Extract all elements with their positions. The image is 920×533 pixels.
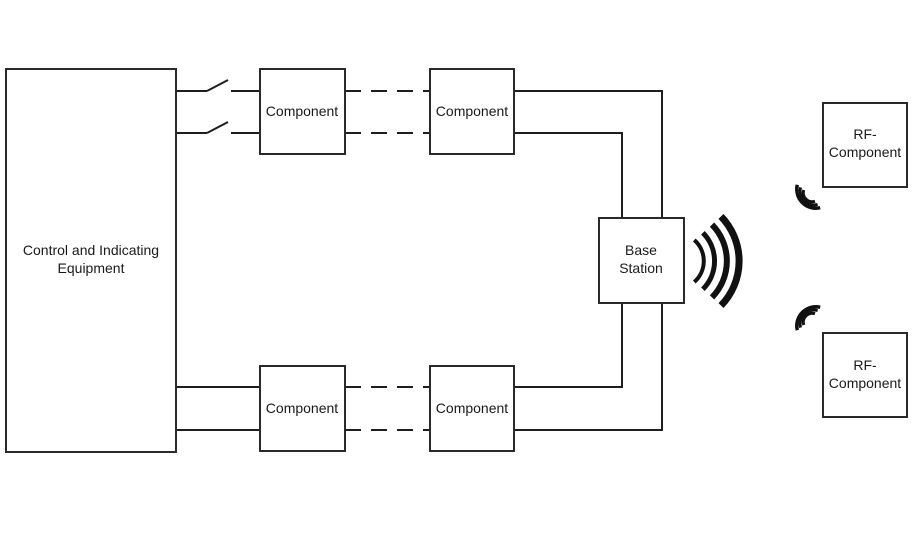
rf-component-label-bottom-line-1: RF- bbox=[853, 357, 877, 373]
base-station-signal-icon bbox=[692, 213, 743, 309]
control-indicating-equipment-box bbox=[5, 68, 177, 453]
rf-component-label-top-line-2: Component bbox=[829, 144, 901, 160]
cie-label-line-1: Control and Indicating bbox=[23, 242, 159, 258]
component-label-top-right: Component bbox=[436, 103, 508, 119]
base-station-label-line-1: Base bbox=[625, 242, 657, 258]
cie-label-line-2: Equipment bbox=[58, 260, 125, 276]
base-station-label-line-2: Station bbox=[619, 260, 663, 276]
component-box-top-left bbox=[259, 68, 346, 155]
wire-bottom-inner-to-base bbox=[514, 303, 623, 388]
component-box-top-right bbox=[429, 68, 515, 155]
wire-bottom-outer-to-base bbox=[514, 303, 663, 431]
component-box-bottom-right bbox=[429, 365, 515, 452]
rf-component-label-bottom-line-2: Component bbox=[829, 375, 901, 391]
component-label-bottom-left: Component bbox=[266, 400, 338, 416]
switch-1-blade bbox=[206, 79, 229, 92]
component-label-bottom-right: Component bbox=[436, 400, 508, 416]
rf-component-box-top bbox=[822, 102, 908, 188]
rf-signal-icon-top bbox=[795, 184, 821, 210]
component-box-bottom-left bbox=[259, 365, 346, 452]
switch-2-blade bbox=[206, 121, 229, 134]
component-label-top-left: Component bbox=[266, 103, 338, 119]
wire-top-inner-to-base bbox=[514, 132, 623, 218]
wire-top-outer-to-base bbox=[514, 90, 663, 218]
base-station-box bbox=[598, 217, 685, 304]
rf-component-label-top-line-1: RF- bbox=[853, 126, 877, 142]
rf-component-box-bottom bbox=[822, 332, 908, 418]
rf-signal-icon-bottom bbox=[795, 305, 821, 331]
